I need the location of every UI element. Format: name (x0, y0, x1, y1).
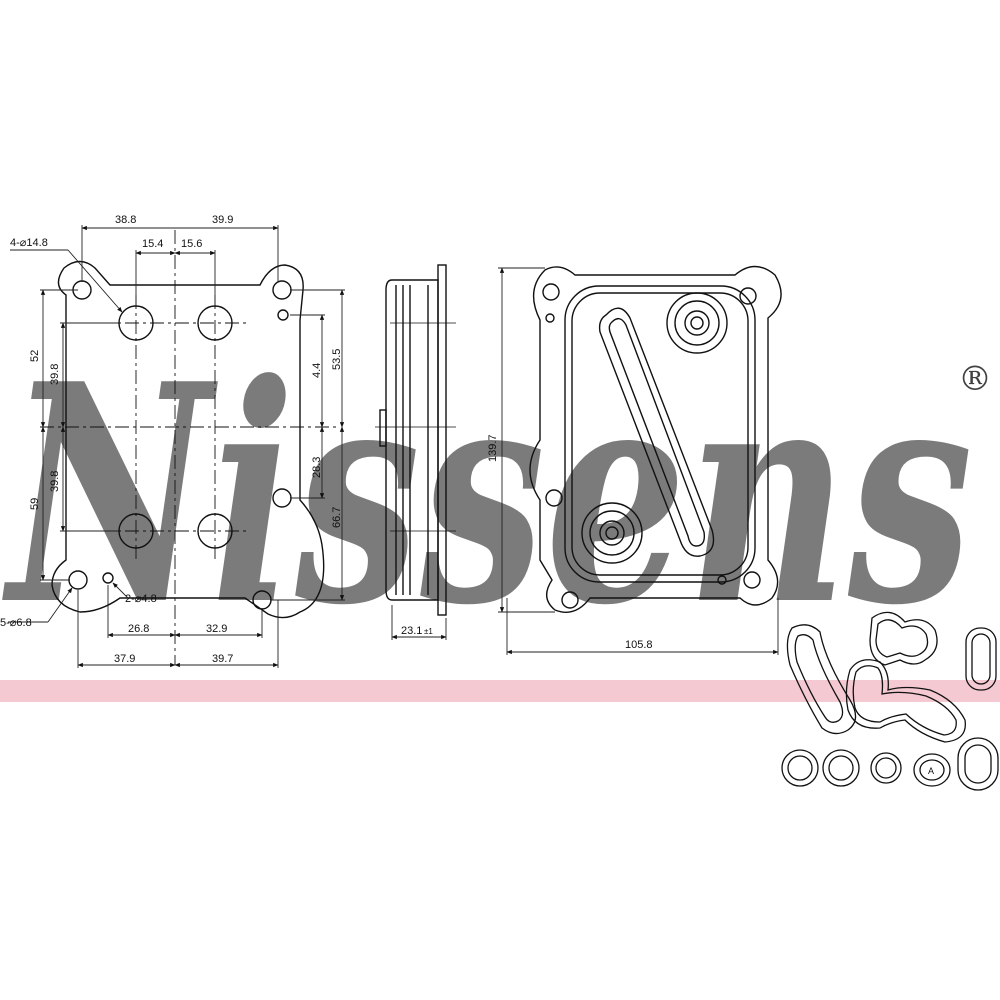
back-core-outer (564, 285, 756, 583)
dim-height: 139.7 (487, 434, 499, 462)
dim-top-left-span: 38.8 (115, 214, 136, 226)
back-port (690, 316, 704, 330)
back-port (581, 502, 643, 564)
registered-mark: ® (958, 359, 992, 399)
gasket-seal (786, 624, 857, 735)
dim-left-inner-upper: 39.8 (49, 364, 61, 385)
back-port (666, 292, 728, 354)
watermark: Nissens ® (0, 318, 1000, 702)
dim-inner-left: 15.4 (142, 238, 163, 250)
gasket-o-ring (875, 757, 897, 779)
side-port (379, 409, 387, 447)
dim-right-top: 53.5 (331, 349, 343, 370)
dim-right-small: 4.4 (311, 363, 323, 378)
front-plate-outline (51, 260, 325, 619)
back-mount-hole (743, 571, 761, 589)
back-view (529, 265, 782, 613)
back-channel-inner (608, 317, 706, 547)
back-port (589, 510, 635, 556)
watermark-text: Nissens (1, 318, 973, 671)
dim-bottom-outer-left: 37.9 (114, 653, 135, 665)
dim-right-mid: 28.3 (311, 457, 323, 478)
front-small-hole (277, 309, 289, 321)
dim-bottom-inner-right: 32.9 (206, 623, 227, 635)
side-body (385, 279, 439, 601)
gasket-seal (875, 619, 929, 658)
back-plate-outline (529, 265, 782, 613)
side-view (375, 264, 456, 616)
gasket-seal (794, 634, 844, 723)
dim-inner-right: 15.6 (181, 238, 202, 250)
back-mount-hole (739, 287, 757, 305)
front-view-dimensions (8, 225, 345, 668)
gasket-o-ring (870, 752, 902, 784)
gasket-o-ring (828, 755, 854, 781)
back-view-labels: 139.7 105.8 (487, 434, 653, 651)
mount-hole-callout: 5-⌀6.8 (0, 617, 32, 629)
gasket-set (781, 611, 999, 791)
front-view (40, 230, 340, 665)
gasket-seal (845, 659, 966, 743)
back-core-inner (571, 292, 749, 576)
front-view-labels: 38.8 39.9 15.4 15.6 4-⌀14.8 52 39.8 39.8… (0, 214, 343, 665)
back-mount-hole (542, 283, 560, 301)
gasket-seal (971, 633, 991, 685)
back-port (599, 520, 625, 546)
back-view-dimensions (498, 267, 779, 655)
dim-thickness-tolerance: ±1 (424, 627, 433, 636)
gasket-seal (965, 627, 997, 691)
gasket-seal (852, 665, 957, 736)
dim-left-inner-lower: 39.8 (49, 471, 61, 492)
front-mount-hole (272, 280, 292, 300)
back-mount-hole (545, 489, 563, 507)
dim-width: 105.8 (625, 639, 653, 651)
dim-thickness: 23.1 (401, 625, 422, 637)
dim-bottom-outer-right: 39.7 (212, 653, 233, 665)
back-small-hole (545, 313, 555, 323)
back-port (605, 526, 619, 540)
dim-left-outer-lower: 59 (29, 498, 41, 510)
back-small-hole (717, 575, 727, 585)
gasket-o-ring (822, 749, 860, 787)
side-view-labels: 23.1 ±1 (401, 625, 433, 637)
side-view-dimensions (391, 605, 447, 640)
gasket-o-ring (781, 749, 819, 787)
back-port (674, 300, 720, 346)
small-hole-callout: 2-⌀4.8 (125, 593, 157, 605)
dim-right-lower: 66.7 (331, 507, 343, 528)
watermark-band (0, 680, 1000, 702)
dim-left-outer-upper: 52 (29, 350, 41, 362)
gasket-o-ring (787, 755, 813, 781)
front-small-hole (102, 572, 114, 584)
gasket-o-ring (913, 753, 951, 787)
dim-top-right-span: 39.9 (212, 214, 233, 226)
hole-callout: 4-⌀14.8 (10, 237, 48, 249)
back-channel (598, 307, 715, 557)
gasket-label: A (928, 766, 934, 776)
back-mount-hole (561, 591, 579, 609)
gasket-o-ring (919, 759, 945, 781)
dim-bottom-inner-left: 26.8 (128, 623, 149, 635)
gasket-seal (964, 744, 992, 784)
gasket-seal (957, 737, 999, 791)
back-port (684, 310, 710, 336)
